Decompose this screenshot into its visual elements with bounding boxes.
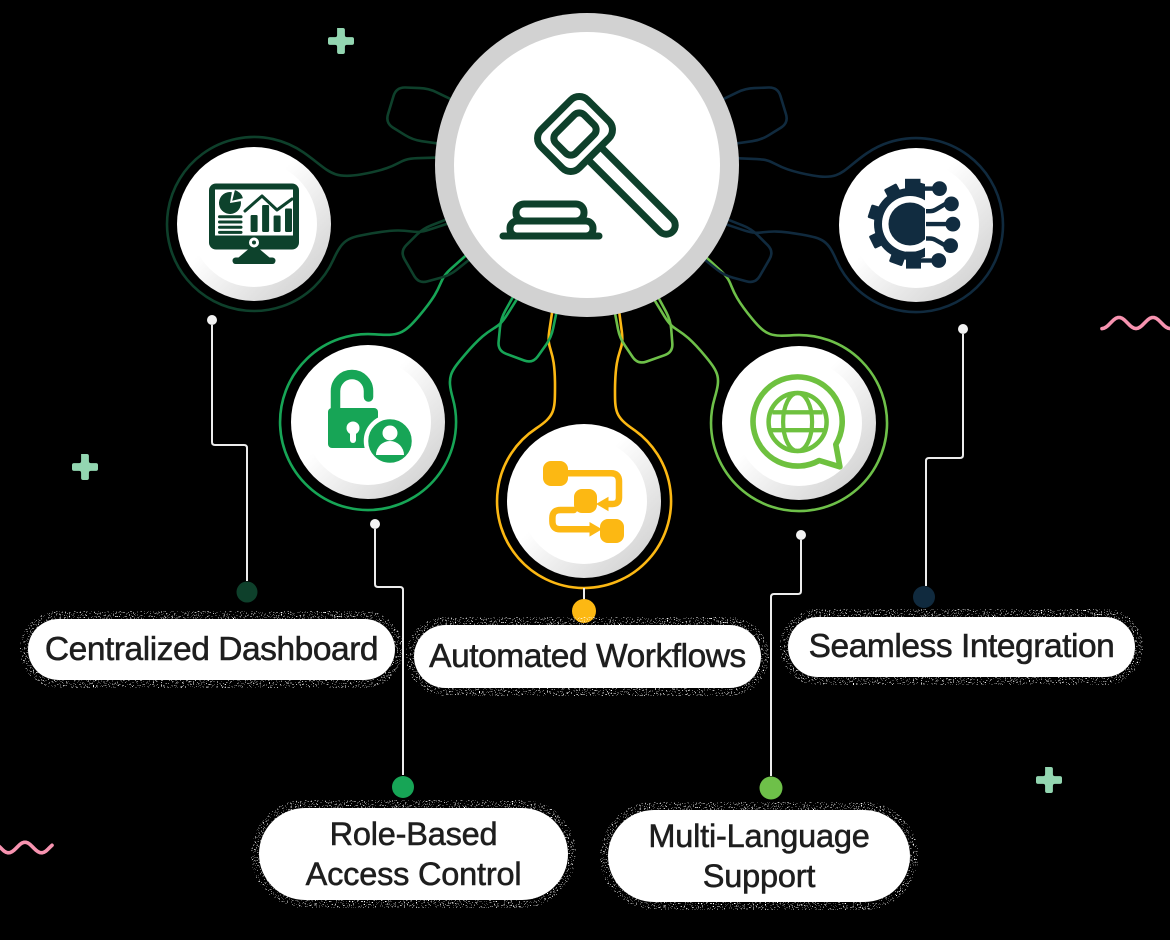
line-end-dot-integration	[913, 586, 935, 608]
label-line-integration	[925, 334, 964, 586]
pill-role-based-access-control: Role-Based Access Control	[259, 808, 568, 900]
line-end-dot-language	[759, 776, 783, 800]
line-start-dot-dashboard	[207, 315, 217, 325]
pill-label: Centralized Dashboard	[44, 630, 379, 668]
pill-label: Role-Based	[329, 815, 498, 852]
lock-user-icon	[328, 369, 417, 468]
line-start-dot-access	[370, 519, 380, 529]
label-line-access	[374, 529, 404, 775]
line-end-dot-workflow	[572, 599, 596, 623]
pill-seamless-integration: Seamless Integration	[788, 617, 1135, 677]
pill-automated-workflows: Automated Workflows	[414, 625, 761, 688]
label-line-language	[770, 540, 802, 776]
connector-language	[650, 252, 889, 513]
gear-tooth-3	[611, 287, 674, 364]
line-end-dot-dashboard	[236, 581, 258, 603]
pill-label: Automated Workflows	[429, 637, 747, 675]
connector-integration	[719, 136, 1005, 314]
dashboard-icon	[209, 183, 299, 264]
gear-tooth-5	[712, 86, 788, 147]
gear-tooth-2	[497, 286, 560, 363]
gear-tooth-0	[386, 86, 462, 147]
plus-decoration-1	[72, 454, 98, 480]
pill-multi-language-support: Multi-Language Support	[608, 810, 910, 902]
connector-access	[278, 250, 522, 512]
line-start-dot-language	[796, 530, 806, 540]
gear-circuit-icon	[867, 178, 961, 269]
plus-decoration-2	[1036, 767, 1062, 793]
squiggle-decoration-1	[0, 840, 54, 855]
pill-label: Seamless Integration	[808, 628, 1115, 666]
gear-tooth-1	[401, 214, 479, 284]
squiggle-decoration-0	[1100, 315, 1170, 331]
plus-decoration-0	[328, 28, 354, 54]
pill-label: Multi-Language	[648, 817, 870, 854]
gear-tooth-4	[695, 214, 773, 284]
label-line-dashboard	[211, 325, 248, 581]
line-end-dot-access	[392, 776, 414, 798]
workflow-icon	[543, 461, 624, 543]
pill-label-line2: Support	[702, 858, 816, 895]
pill-centralized-dashboard: Centralized Dashboard	[28, 619, 395, 680]
connector-dashboard	[165, 135, 454, 313]
globe-chat-icon	[750, 374, 845, 470]
pill-label-line2: Access Control	[305, 856, 522, 893]
line-start-dot-integration	[958, 324, 968, 334]
gavel-icon	[499, 93, 679, 240]
